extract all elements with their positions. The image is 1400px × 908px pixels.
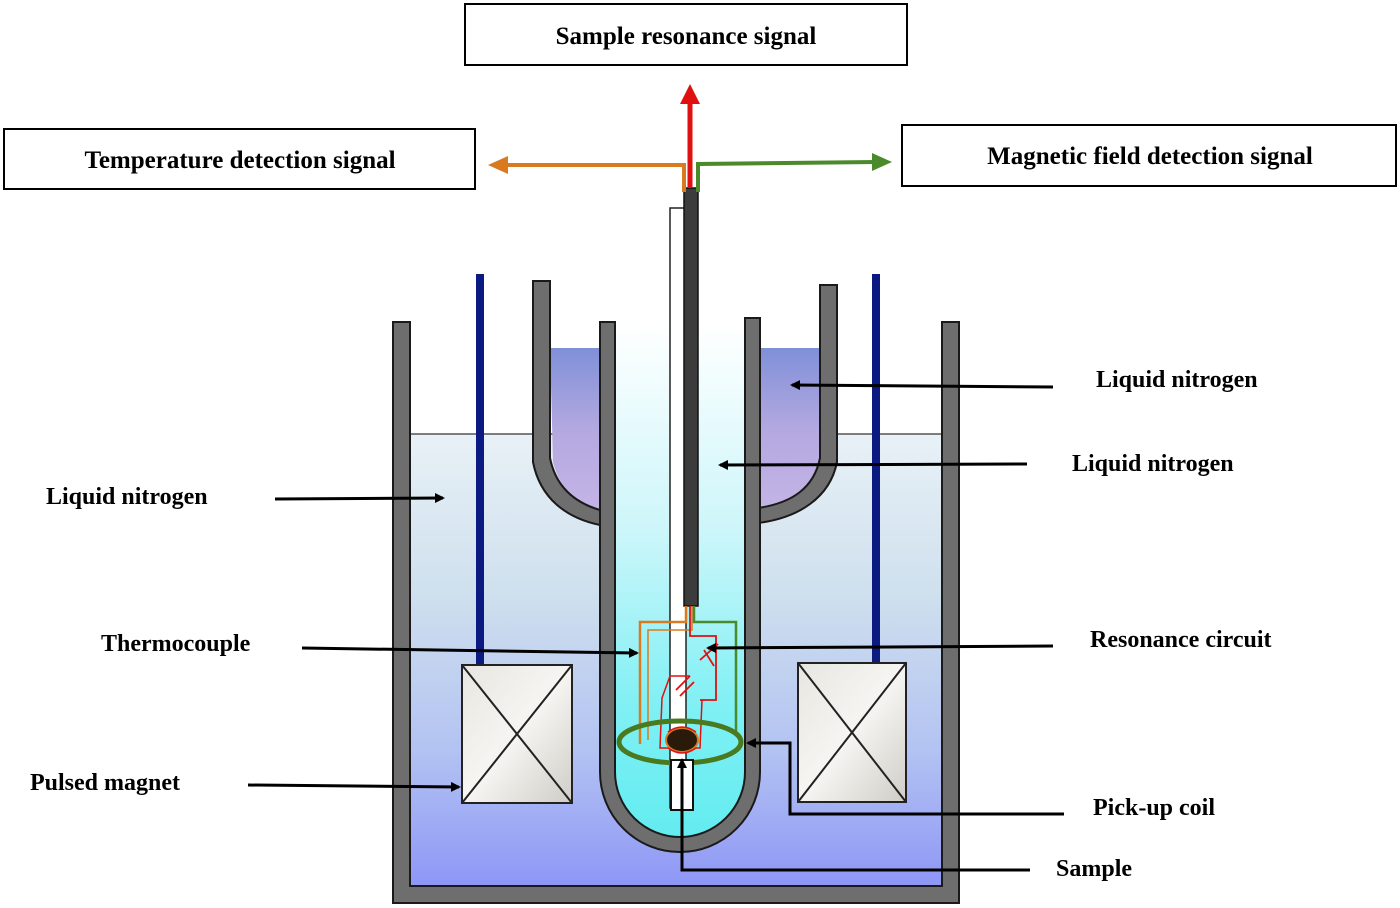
label-thermocouple: Thermocouple [101, 631, 251, 657]
magnetic-field-detection-signal-box: Magnetic field detection signal [901, 124, 1397, 187]
outer-dewar [392, 321, 960, 904]
sample-coil [665, 727, 699, 753]
magnetic-field-detection-signal-label: Magnetic field detection signal [987, 143, 1313, 170]
label-liquid-nitrogen-inner: Liquid nitrogen [1072, 451, 1234, 477]
pointer-sample [677, 758, 1030, 872]
label-liquid-nitrogen-outer: Liquid nitrogen [46, 484, 208, 510]
pointer-thermocouple [301, 646, 639, 658]
temperature-detection-signal-label: Temperature detection signal [84, 147, 395, 174]
sample-well [599, 317, 761, 853]
probe-rod [683, 187, 699, 607]
temperature-signal-arrow [488, 156, 686, 192]
pointer-liquid-nitrogen-inner [718, 459, 1028, 470]
pointer-pickup-coil [746, 738, 1064, 816]
label-pickup-coil: Pick-up coil [1093, 795, 1215, 821]
left-pulsed-magnet [461, 664, 573, 804]
temperature-detection-signal-box: Temperature detection signal [3, 128, 476, 190]
field-signal-arrow [696, 153, 892, 192]
sample-resonance-signal-box: Sample resonance signal [464, 3, 908, 66]
pointer-pulsed-magnet [247, 781, 461, 792]
right-pulsed-magnet [797, 662, 907, 803]
pointer-resonance-circuit [706, 642, 1054, 653]
pointer-liquid-nitrogen-upper [790, 380, 1054, 391]
sample-resonance-signal-label: Sample resonance signal [556, 23, 817, 50]
label-pulsed-magnet: Pulsed magnet [30, 770, 180, 796]
pointer-liquid-nitrogen-outer [274, 493, 445, 504]
resonance-signal-arrow [680, 84, 700, 188]
label-resonance-circuit: Resonance circuit [1090, 627, 1272, 653]
label-sample: Sample [1056, 856, 1132, 882]
upper-liquid-nitrogen [550, 348, 600, 510]
label-liquid-nitrogen-upper: Liquid nitrogen [1096, 367, 1258, 393]
